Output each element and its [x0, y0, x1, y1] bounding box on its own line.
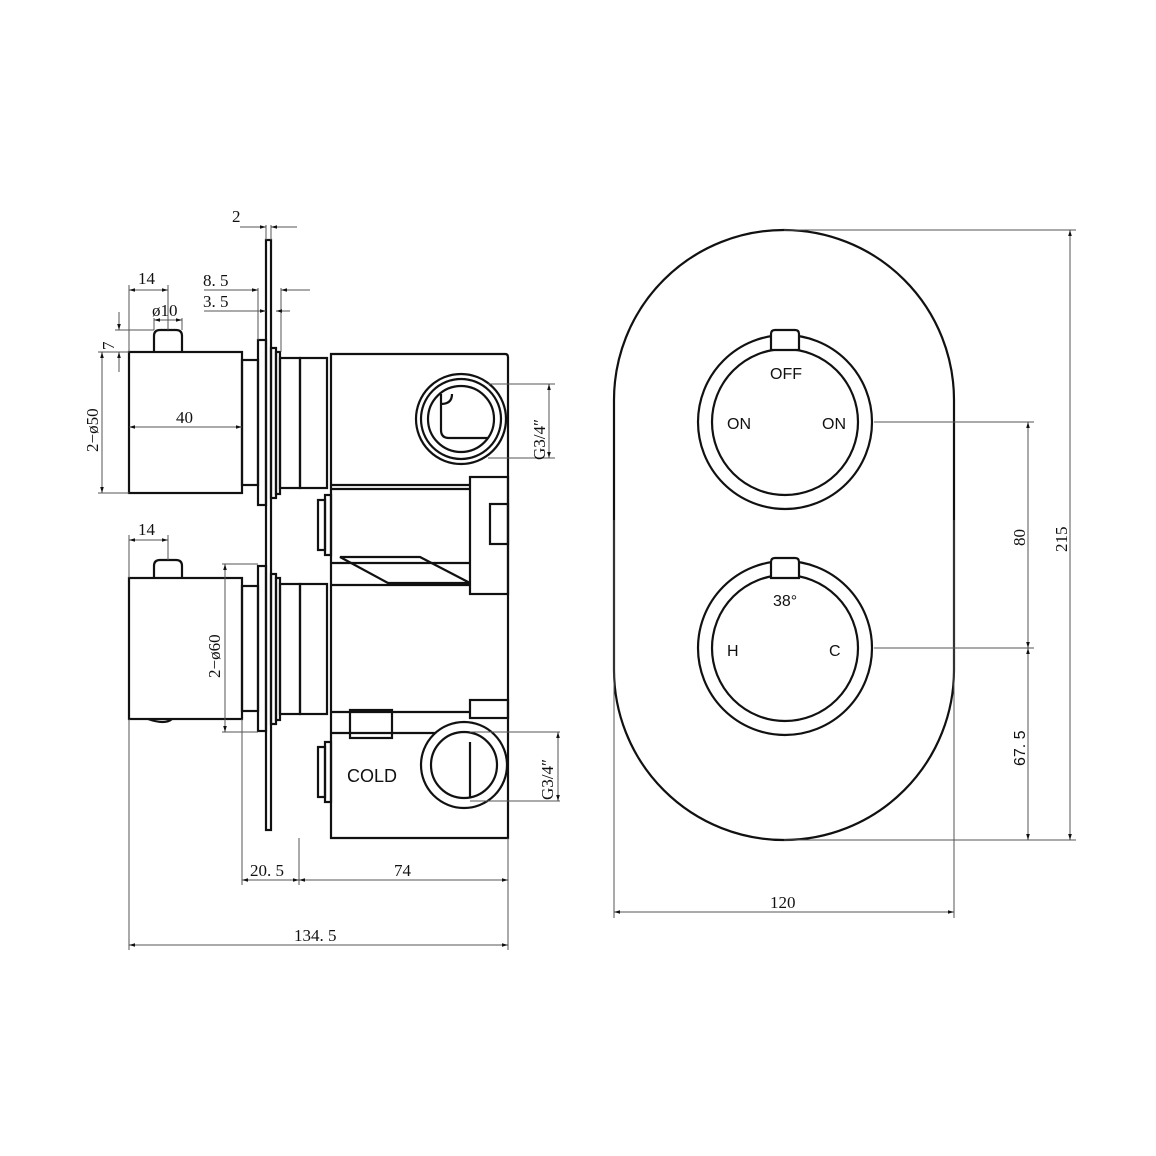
svg-text:3. 5: 3. 5	[203, 292, 229, 311]
svg-text:ø10: ø10	[152, 301, 178, 320]
svg-text:8. 5: 8. 5	[203, 271, 229, 290]
on-right-label: ON	[822, 416, 846, 433]
svg-text:G3/4″: G3/4″	[538, 759, 557, 800]
svg-text:14: 14	[138, 269, 156, 288]
cover-plate	[612, 228, 956, 842]
svg-text:215: 215	[1052, 527, 1071, 553]
cold-label: COLD	[347, 766, 397, 786]
svg-text:2−ø50: 2−ø50	[83, 408, 102, 452]
front-view: OFF ON ON 38° H C 80 67. 5 215	[612, 228, 1076, 918]
temp-38-label: 38°	[773, 593, 797, 610]
valve-body: COLD	[316, 352, 510, 840]
lower-handle	[127, 558, 329, 733]
front-dimensions: 80 67. 5 215 120	[613, 229, 1076, 918]
bottom-outlet	[419, 720, 509, 810]
svg-text:7: 7	[99, 341, 118, 350]
top-outlet	[414, 372, 508, 466]
lower-dial: 38° H C	[696, 556, 874, 737]
cold-dial-label: C	[829, 643, 841, 660]
svg-text:120: 120	[770, 893, 796, 912]
svg-text:74: 74	[394, 861, 412, 880]
svg-text:134. 5: 134. 5	[294, 926, 337, 945]
svg-text:40: 40	[176, 408, 193, 427]
svg-text:2−ø60: 2−ø60	[205, 634, 224, 678]
upper-handle	[127, 328, 329, 507]
svg-text:20. 5: 20. 5	[250, 861, 284, 880]
upper-dial: OFF ON ON	[696, 328, 874, 511]
off-label: OFF	[770, 366, 802, 383]
svg-text:80: 80	[1010, 529, 1029, 546]
svg-text:G3/4″: G3/4″	[530, 419, 549, 460]
hot-label: H	[727, 643, 739, 660]
wall-plate	[264, 238, 273, 832]
side-view: COLD 2	[83, 207, 560, 950]
on-left-label: ON	[727, 416, 751, 433]
side-dimensions: 2 14 ø10 7 8. 5 3. 5	[83, 207, 560, 950]
svg-text:2: 2	[232, 207, 241, 226]
svg-text:14: 14	[138, 520, 156, 539]
svg-text:67. 5: 67. 5	[1012, 730, 1029, 766]
